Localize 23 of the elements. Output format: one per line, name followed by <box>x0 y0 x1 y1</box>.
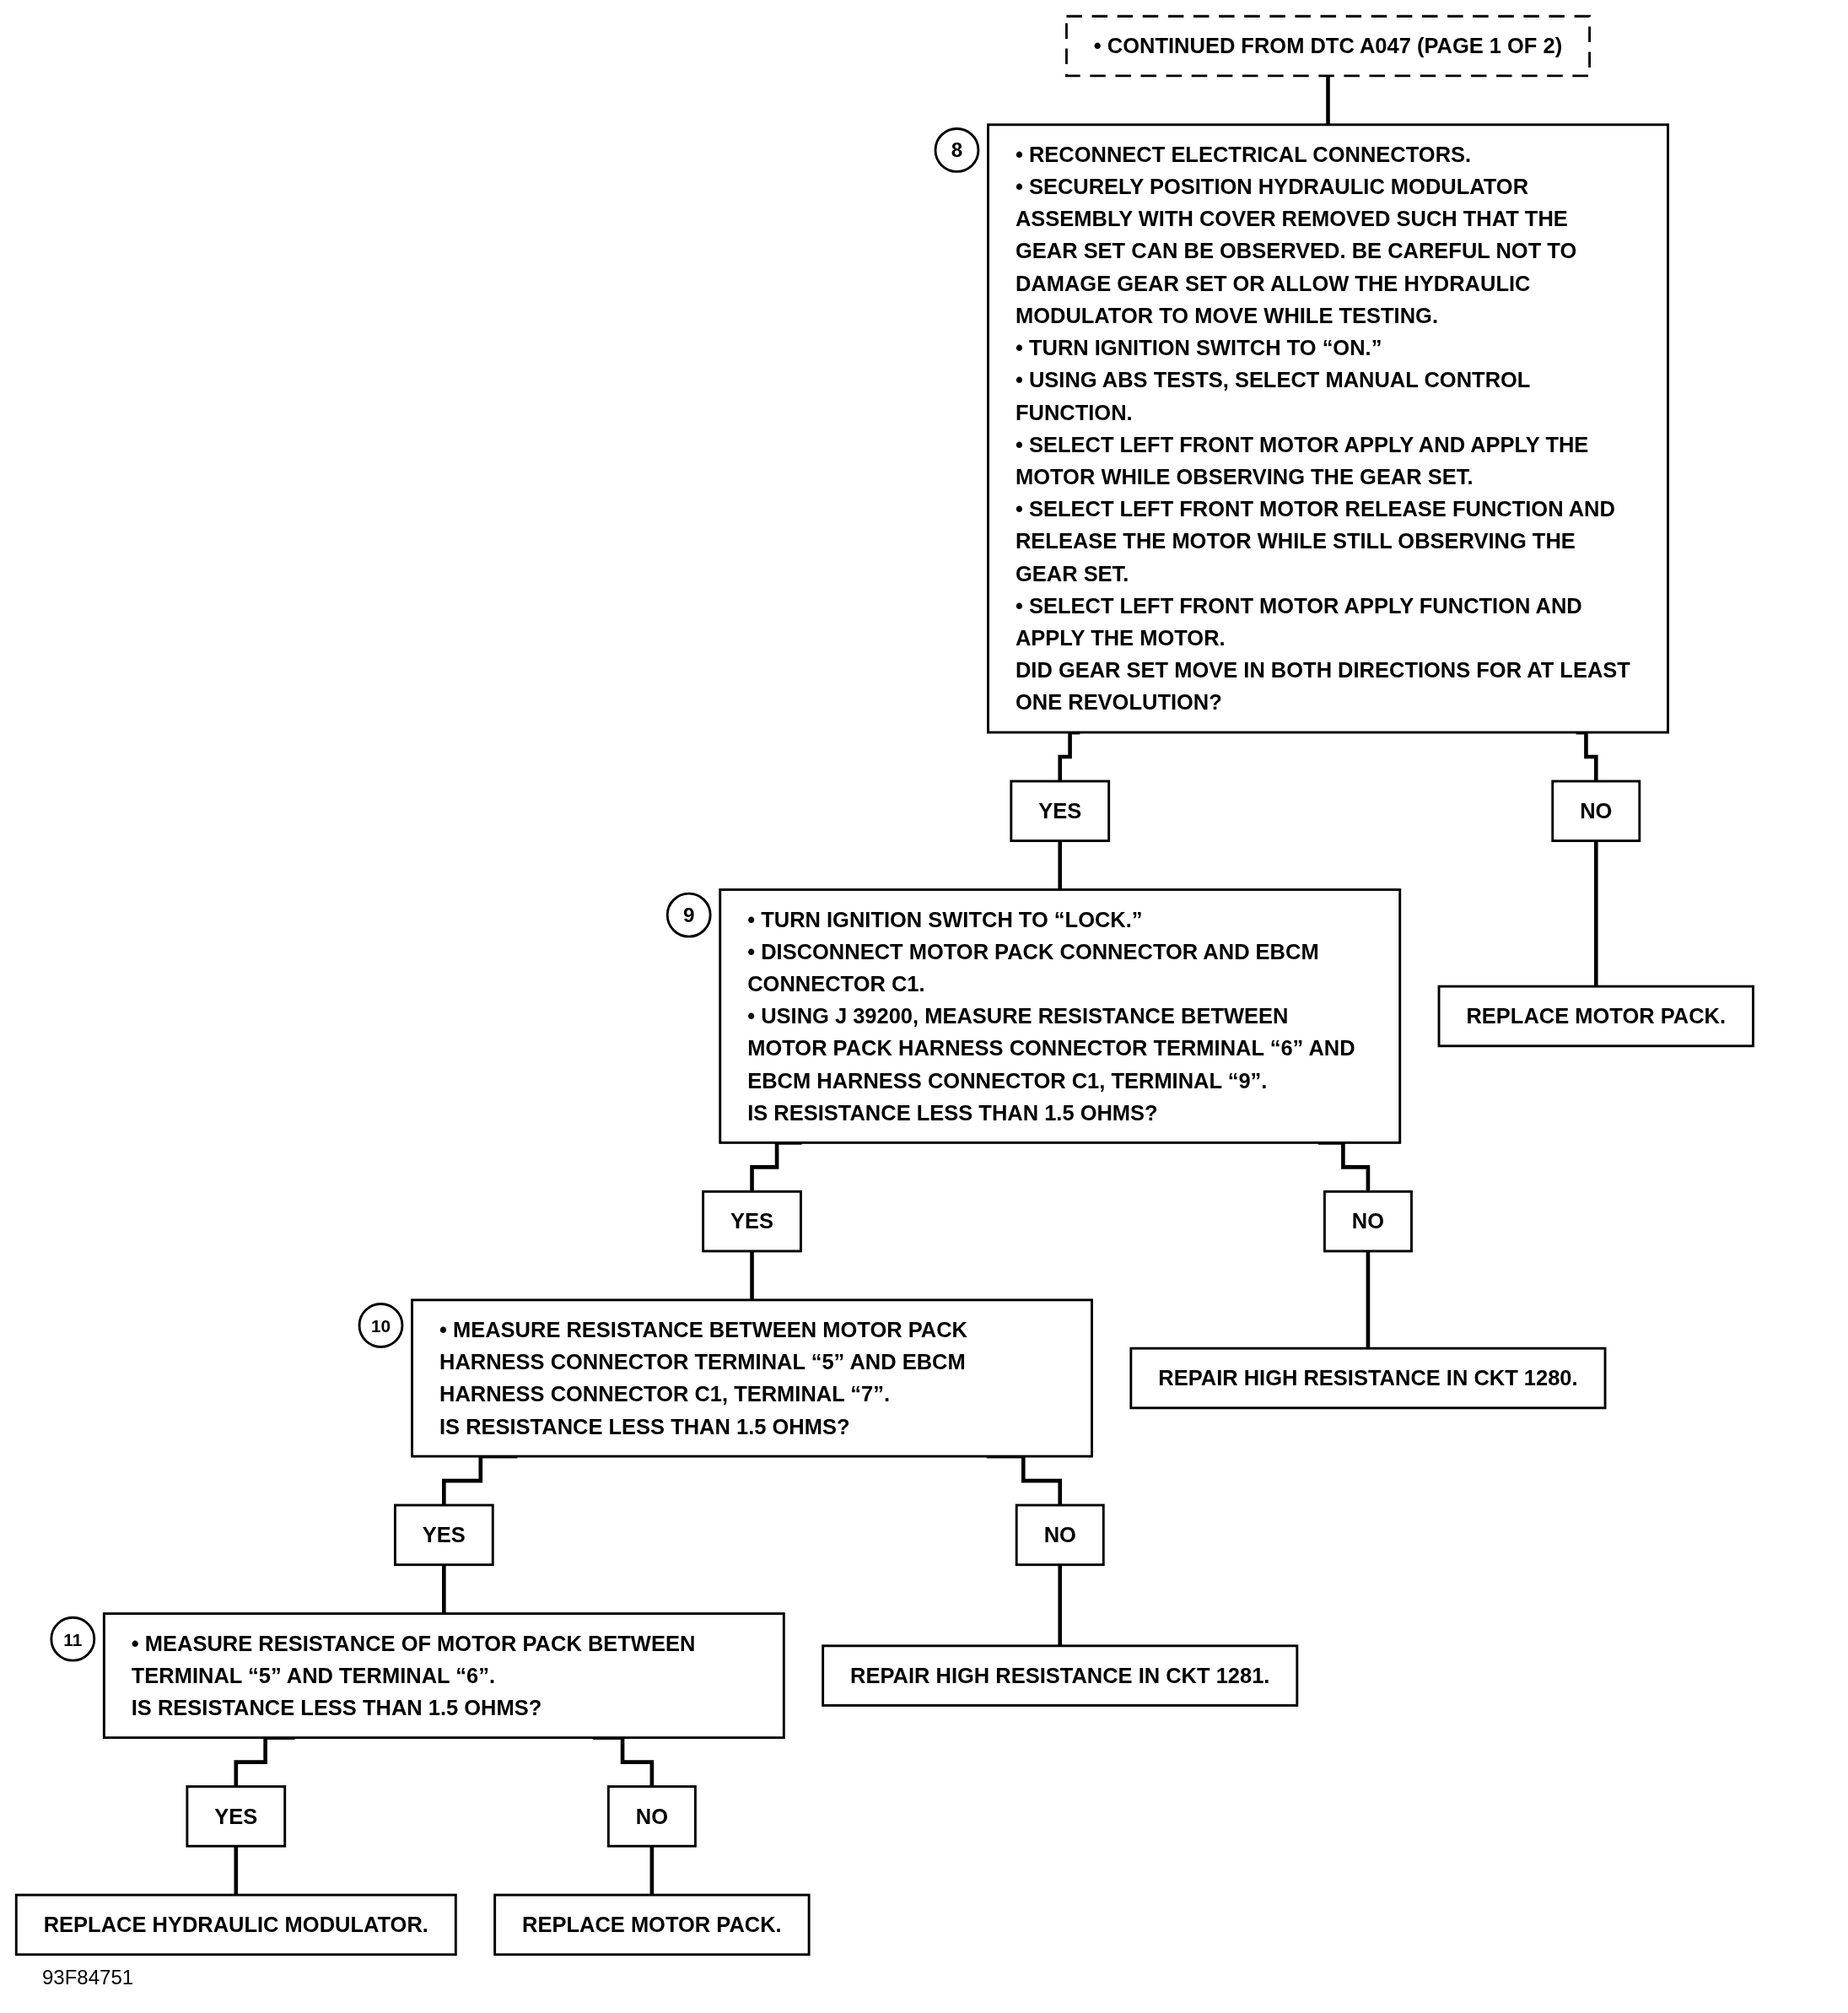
node-box: NO <box>1015 1503 1105 1567</box>
node-box: • MEASURE RESISTANCE BETWEEN MOTOR PACK HARNESS CONNECTOR TERMINAL “5” AND EBCM HARNESS CONNECTOR C1, TERMINAL “7”. IS RESISTANCE LESS THAN 1.5 OHMS? <box>411 1298 1093 1458</box>
step-number: 9 <box>665 892 712 938</box>
step-number: 8 <box>934 127 980 173</box>
figure-number: 93F84751 <box>42 1966 134 1989</box>
node-box: NO <box>1551 780 1641 843</box>
step-number: 10 <box>358 1303 404 1348</box>
node-box: YES <box>1010 780 1111 843</box>
node-box: REPAIR HIGH RESISTANCE IN CKT 1281. <box>822 1644 1299 1707</box>
node-box: YES <box>186 1785 287 1848</box>
node-box: REPLACE MOTOR PACK. <box>1437 985 1754 1048</box>
node-box: • TURN IGNITION SWITCH TO “LOCK.” • DISCONNECT MOTOR PACK CONNECTOR AND EBCM CONNECTOR C1. • USING J 39200, MEASURE RESISTANCE BETWEEN MOTOR PACK HARNESS CONNECTOR TERMINAL “6” AND EBCM HARNESS CONNECTOR C1, TERMINAL “9”. IS RESISTANCE LESS THAN 1.5 OHMS? <box>719 888 1402 1144</box>
node-box: REPLACE HYDRAULIC MODULATOR. <box>14 1893 457 1956</box>
node-box: • MEASURE RESISTANCE OF MOTOR PACK BETWEEN TERMINAL “5” AND TERMINAL “6”. IS RESISTANCE LESS THAN 1.5 OHMS? <box>102 1612 785 1740</box>
node-box: REPAIR HIGH RESISTANCE IN CKT 1280. <box>1129 1346 1607 1410</box>
node-box: YES <box>393 1503 494 1567</box>
node-box: • RECONNECT ELECTRICAL CONNECTORS. • SECURELY POSITION HYDRAULIC MODULATOR ASSEMBLY WITH COVER REMOVED SUCH THAT THE GEAR SET CAN BE OBSERVED. BE CAREFUL NOT TO DAMAGE GEAR SET OR ALLOW THE HYDRAULIC MODULATOR TO MOVE WHILE TESTING. • TURN IGNITION SWITCH TO “ON.” • USING ABS TESTS, SELECT MANUAL CONTROL FUNCTION. • SELECT LEFT FRONT MOTOR APPLY AND APPLY THE MOTOR WHILE OBSERVING THE GEAR SET. • SELECT LEFT FRONT MOTOR RELEASE FUNCTION AND RELEASE THE MOTOR WHILE STILL OBSERVING THE GEAR SET. • SELECT LEFT FRONT MOTOR APPLY FUNCTION AND APPLY THE MOTOR. DID GEAR SET MOVE IN BOTH DIRECTIONS FOR AT LEAST ONE REVOLUTION? <box>987 123 1669 734</box>
node-box: NO <box>606 1785 697 1848</box>
node-box: YES <box>702 1190 802 1253</box>
node-box: REPLACE MOTOR PACK. <box>493 1893 811 1956</box>
node-box: NO <box>1323 1190 1413 1253</box>
node-box: • CONTINUED FROM DTC A047 (PAGE 1 OF 2) <box>1065 14 1592 78</box>
step-number: 11 <box>50 1616 96 1662</box>
